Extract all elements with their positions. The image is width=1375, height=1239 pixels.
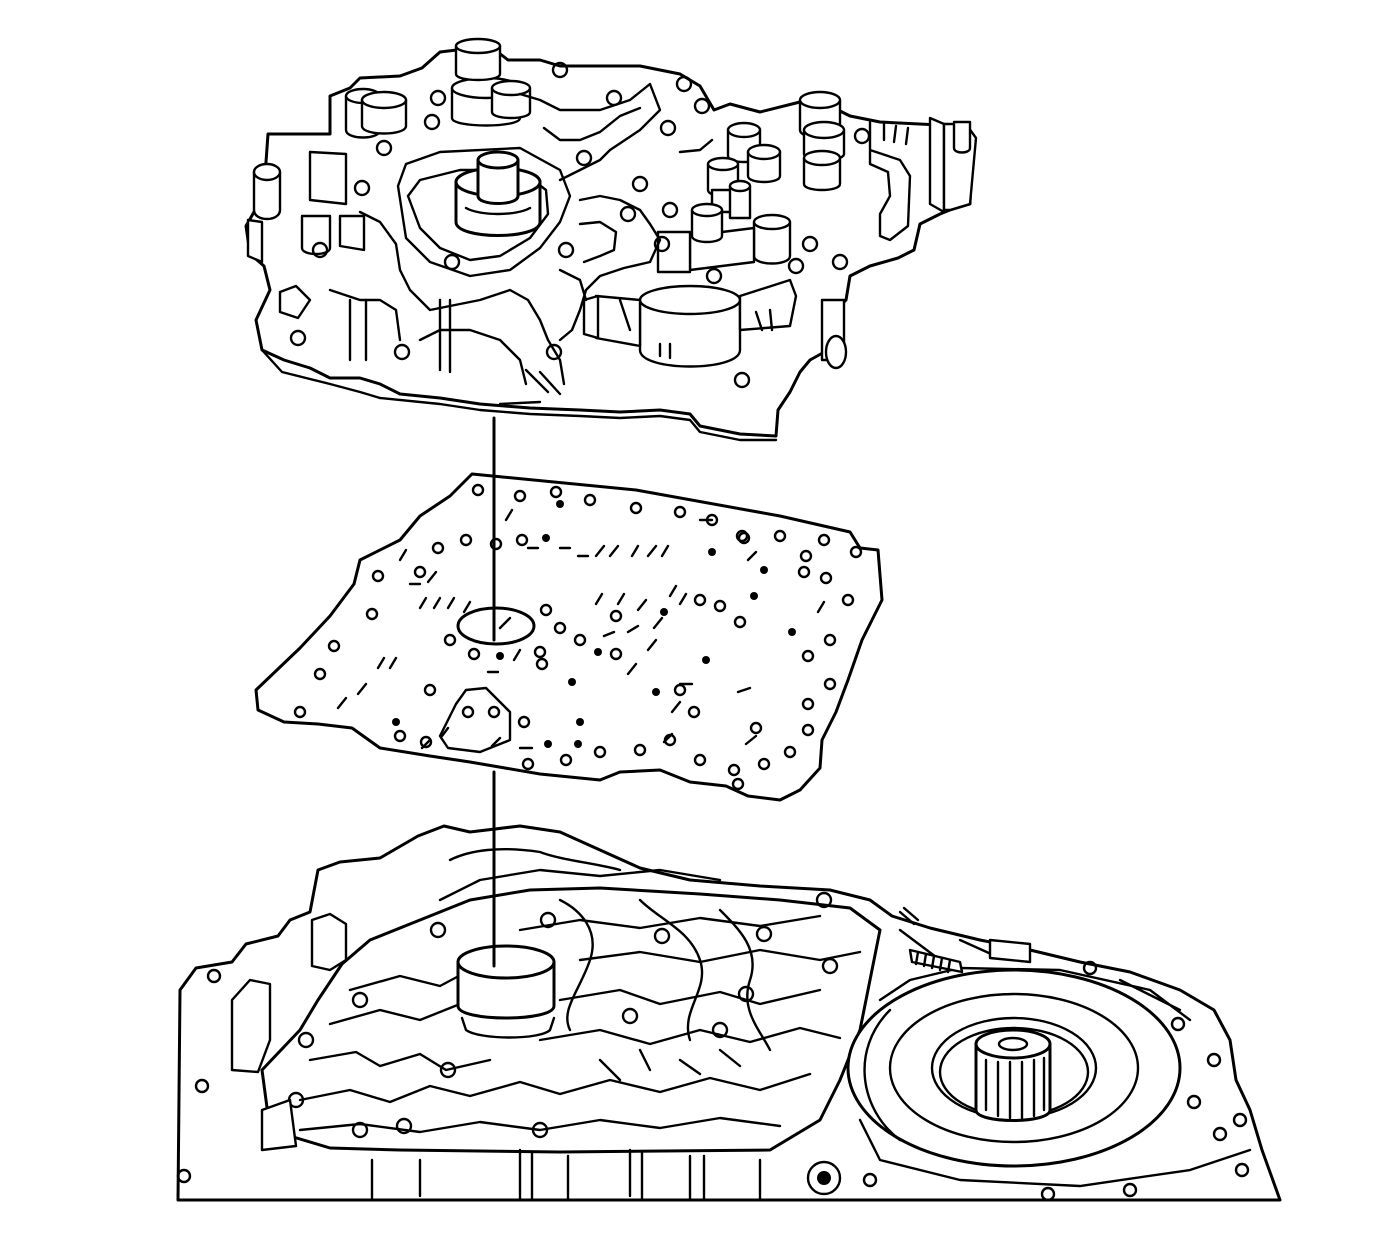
valve-body-outline <box>244 44 974 438</box>
valve-body-web-lines <box>348 298 562 406</box>
valve-body <box>244 37 978 442</box>
case-right-cover-lines <box>858 928 1252 1188</box>
transmission-case <box>176 824 1282 1202</box>
valve-body-bosses <box>690 90 978 244</box>
case-spring <box>898 906 1032 974</box>
spacer-plate-feed-hole <box>456 606 536 646</box>
spacer-plate-outline <box>254 472 884 802</box>
case-left-bosses <box>230 912 348 1152</box>
spacer-plate-orifices <box>392 500 796 748</box>
case-bolt-holes <box>176 891 1250 1202</box>
case-clutch-drum <box>846 968 1182 1168</box>
valve-body-channels <box>328 82 714 386</box>
case-mating-deck <box>260 886 882 1154</box>
spacer-plate <box>254 472 884 802</box>
valve-body-center-boss <box>396 146 572 278</box>
valve-body-left-bosses <box>246 37 532 320</box>
valve-body-mating-face <box>260 348 778 442</box>
case-feed-cylinder <box>456 944 556 1039</box>
valve-body-bolt-holes <box>289 61 871 389</box>
spacer-plate-slots <box>336 508 826 750</box>
case-passages-2 <box>448 847 772 1052</box>
spacer-plate-cutout <box>438 686 512 754</box>
case-bottom-pegs <box>370 1148 762 1202</box>
valve-body-solenoids <box>582 213 848 370</box>
